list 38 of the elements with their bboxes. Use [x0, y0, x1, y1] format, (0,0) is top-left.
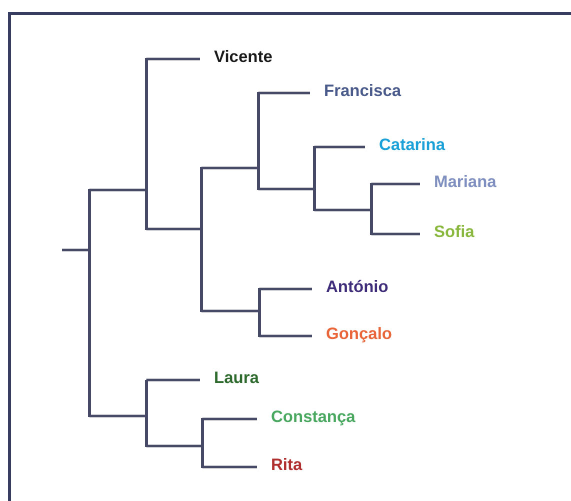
tree-branch	[371, 232, 420, 236]
tree-branch	[146, 444, 202, 448]
tree-branch	[314, 208, 372, 212]
tree-branch	[258, 92, 310, 94]
branch-bar	[258, 288, 261, 338]
name-label: Catarina	[365, 136, 446, 158]
tree-branch	[202, 466, 257, 468]
tree-branch	[259, 334, 312, 338]
branch-bar	[145, 58, 148, 230]
tree-branch	[146, 378, 200, 382]
branch-bar	[313, 146, 316, 212]
tree-branch	[146, 228, 202, 230]
tree-branch	[201, 166, 258, 170]
name-label: Constança	[257, 408, 356, 430]
branch-bar	[257, 92, 260, 190]
name-label: António	[312, 278, 388, 300]
tree-branch	[89, 188, 146, 192]
name-label: Rita	[257, 456, 302, 478]
name-label: Francisca	[310, 82, 402, 104]
name-label: Gonçalo	[312, 325, 392, 347]
tree-branch	[259, 288, 312, 290]
branch-bar	[201, 418, 204, 468]
tree-branch	[258, 188, 314, 190]
name-label: Laura	[200, 369, 259, 391]
branch-bar	[370, 182, 373, 236]
tree-branch	[314, 146, 365, 148]
tree-branch	[89, 414, 146, 418]
tree-branch	[201, 310, 260, 312]
tree-branch	[371, 182, 420, 186]
tree-branch	[146, 58, 200, 60]
name-label: Sofia	[420, 223, 474, 245]
tree-branch	[202, 418, 257, 420]
branch-bar	[88, 188, 91, 418]
branch-bar	[200, 166, 203, 312]
branch-bar	[145, 380, 148, 448]
name-label: Mariana	[420, 173, 496, 195]
name-label: Vicente	[200, 48, 272, 70]
tree-branch	[62, 248, 90, 252]
